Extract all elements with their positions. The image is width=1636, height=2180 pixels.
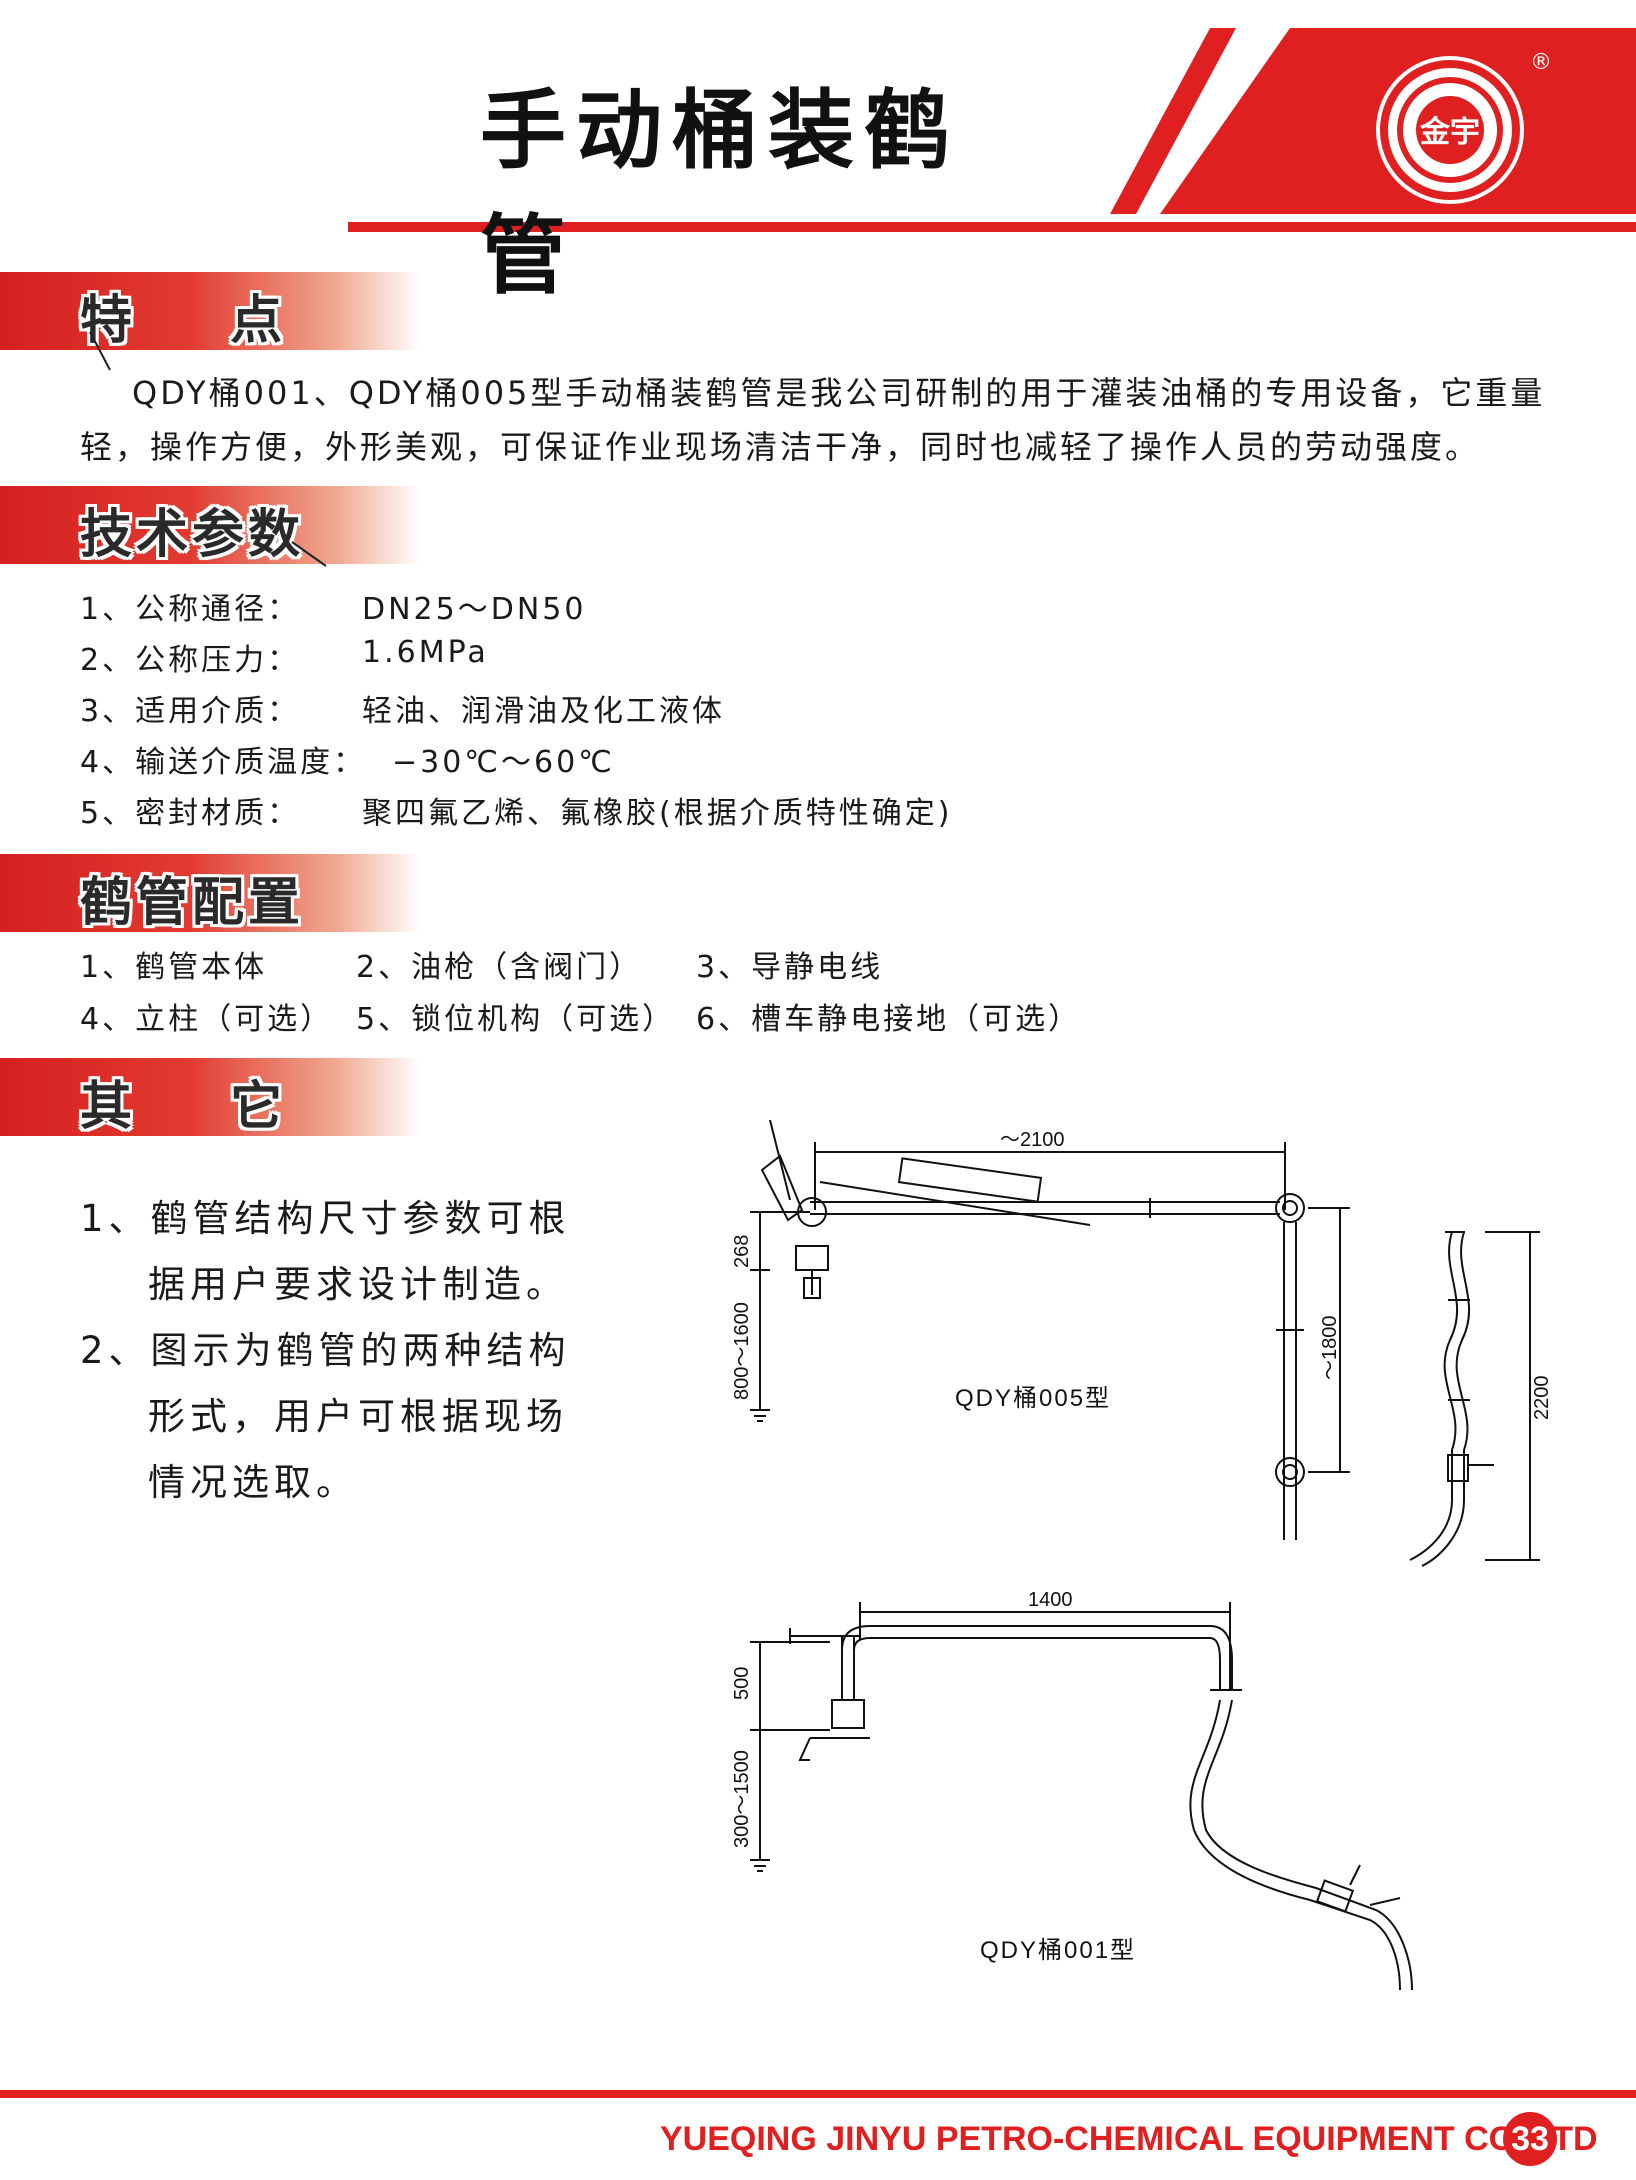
dim-500: 500 xyxy=(731,1667,753,1700)
spec-label-2: 2、公称压力： xyxy=(80,643,301,678)
dim-300-1500: 300～1500 xyxy=(731,1750,753,1848)
spec-label-5: 5、密封材质： xyxy=(80,796,301,831)
section-header-other: 其 它 xyxy=(0,1058,420,1137)
spec-value-1: DN25～DN50 xyxy=(362,592,587,627)
other-line-1: 1、鹤管结构尺寸参数可根 xyxy=(80,1197,571,1240)
dim-1400: 1400 xyxy=(1028,1589,1073,1611)
other-line-2: 据用户要求设计制造。 xyxy=(148,1263,568,1306)
spec-label-3: 3、适用介质： xyxy=(80,694,301,729)
model-label-qdy005: QDY桶005型 xyxy=(955,1385,1111,1412)
section-header-features: 特 点 xyxy=(0,272,420,351)
config-item-2: 2、油枪（含阀门） xyxy=(356,950,643,985)
features-text: QDY桶001、QDY桶005型手动桶装鹤管是我公司研制的用于灌装油桶的专用设备… xyxy=(80,366,1570,474)
section-title-other: 其 它 xyxy=(80,1077,323,1137)
dim-1800: ～1800 xyxy=(1319,1316,1341,1381)
dim-268: 268 xyxy=(731,1235,753,1268)
page-number: 33 xyxy=(1503,2112,1557,2166)
footer-rule xyxy=(0,2090,1636,2098)
other-line-5: 情况选取。 xyxy=(148,1461,358,1504)
config-item-3: 3、导静电线 xyxy=(696,950,884,985)
drawing-qdy001: 1400 500 300～1500 QDY桶001型 xyxy=(731,1589,1413,1991)
pointer-decoration xyxy=(89,331,111,371)
section-title-features: 特 点 xyxy=(80,291,323,351)
spec-value-2: 1.6MPa xyxy=(362,635,489,670)
page-title: 手动桶装鹤管 xyxy=(480,81,960,306)
config-item-6: 6、槽车静电接地（可选） xyxy=(696,1002,1082,1037)
section-title-config: 鹤管配置 xyxy=(80,873,305,933)
svg-text:金宇: 金宇 xyxy=(1419,115,1480,150)
section-title-specs: 技术参数 xyxy=(80,505,305,565)
config-item-5: 5、锁位机构（可选） xyxy=(356,1002,676,1037)
other-line-4: 形式，用户可根据现场 xyxy=(148,1395,568,1438)
registered-mark: ® xyxy=(1530,50,1552,75)
spec-value-5: 聚四氟乙烯、氟橡胶(根据介质特性确定) xyxy=(362,796,953,831)
other-line-3: 2、图示为鹤管的两种结构 xyxy=(80,1329,571,1372)
dim-800-1600: 800～1600 xyxy=(731,1302,753,1400)
section-header-specs: 技术参数 xyxy=(0,486,420,565)
dim-2200: 2200 xyxy=(1531,1376,1553,1421)
spec-label-1: 1、公称通径： xyxy=(80,592,301,627)
config-item-1: 1、鹤管本体 xyxy=(80,950,268,985)
company-logo: 金宇 xyxy=(1370,50,1530,210)
drawing-qdy005: ～2100 268 800～1600 ～1800 2200 QDY桶005型 xyxy=(731,1120,1553,1567)
spec-label-4: 4、输送介质温度： xyxy=(80,745,367,780)
config-item-4: 4、立柱（可选） xyxy=(80,1002,334,1037)
dim-2100: ～2100 xyxy=(1000,1129,1065,1151)
model-label-qdy001: QDY桶001型 xyxy=(980,1937,1136,1964)
pointer-decoration xyxy=(291,541,327,567)
features-line-1: QDY桶001、QDY桶005型手动桶装鹤管是我公司研制的用于灌装油桶的专用设备… xyxy=(132,374,1546,412)
footer-company: YUEQING JINYU PETRO-CHEMICAL EQUIPMENT C… xyxy=(660,2120,1598,2158)
section-header-config: 鹤管配置 xyxy=(0,854,420,933)
features-line-2: 轻，操作方便，外形美观，可保证作业现场清洁干净，同时也减轻了操作人员的劳动强度。 xyxy=(80,428,1481,466)
spec-value-4: −30℃～60℃ xyxy=(392,745,615,780)
spec-value-3: 轻油、润滑油及化工液体 xyxy=(362,694,725,729)
